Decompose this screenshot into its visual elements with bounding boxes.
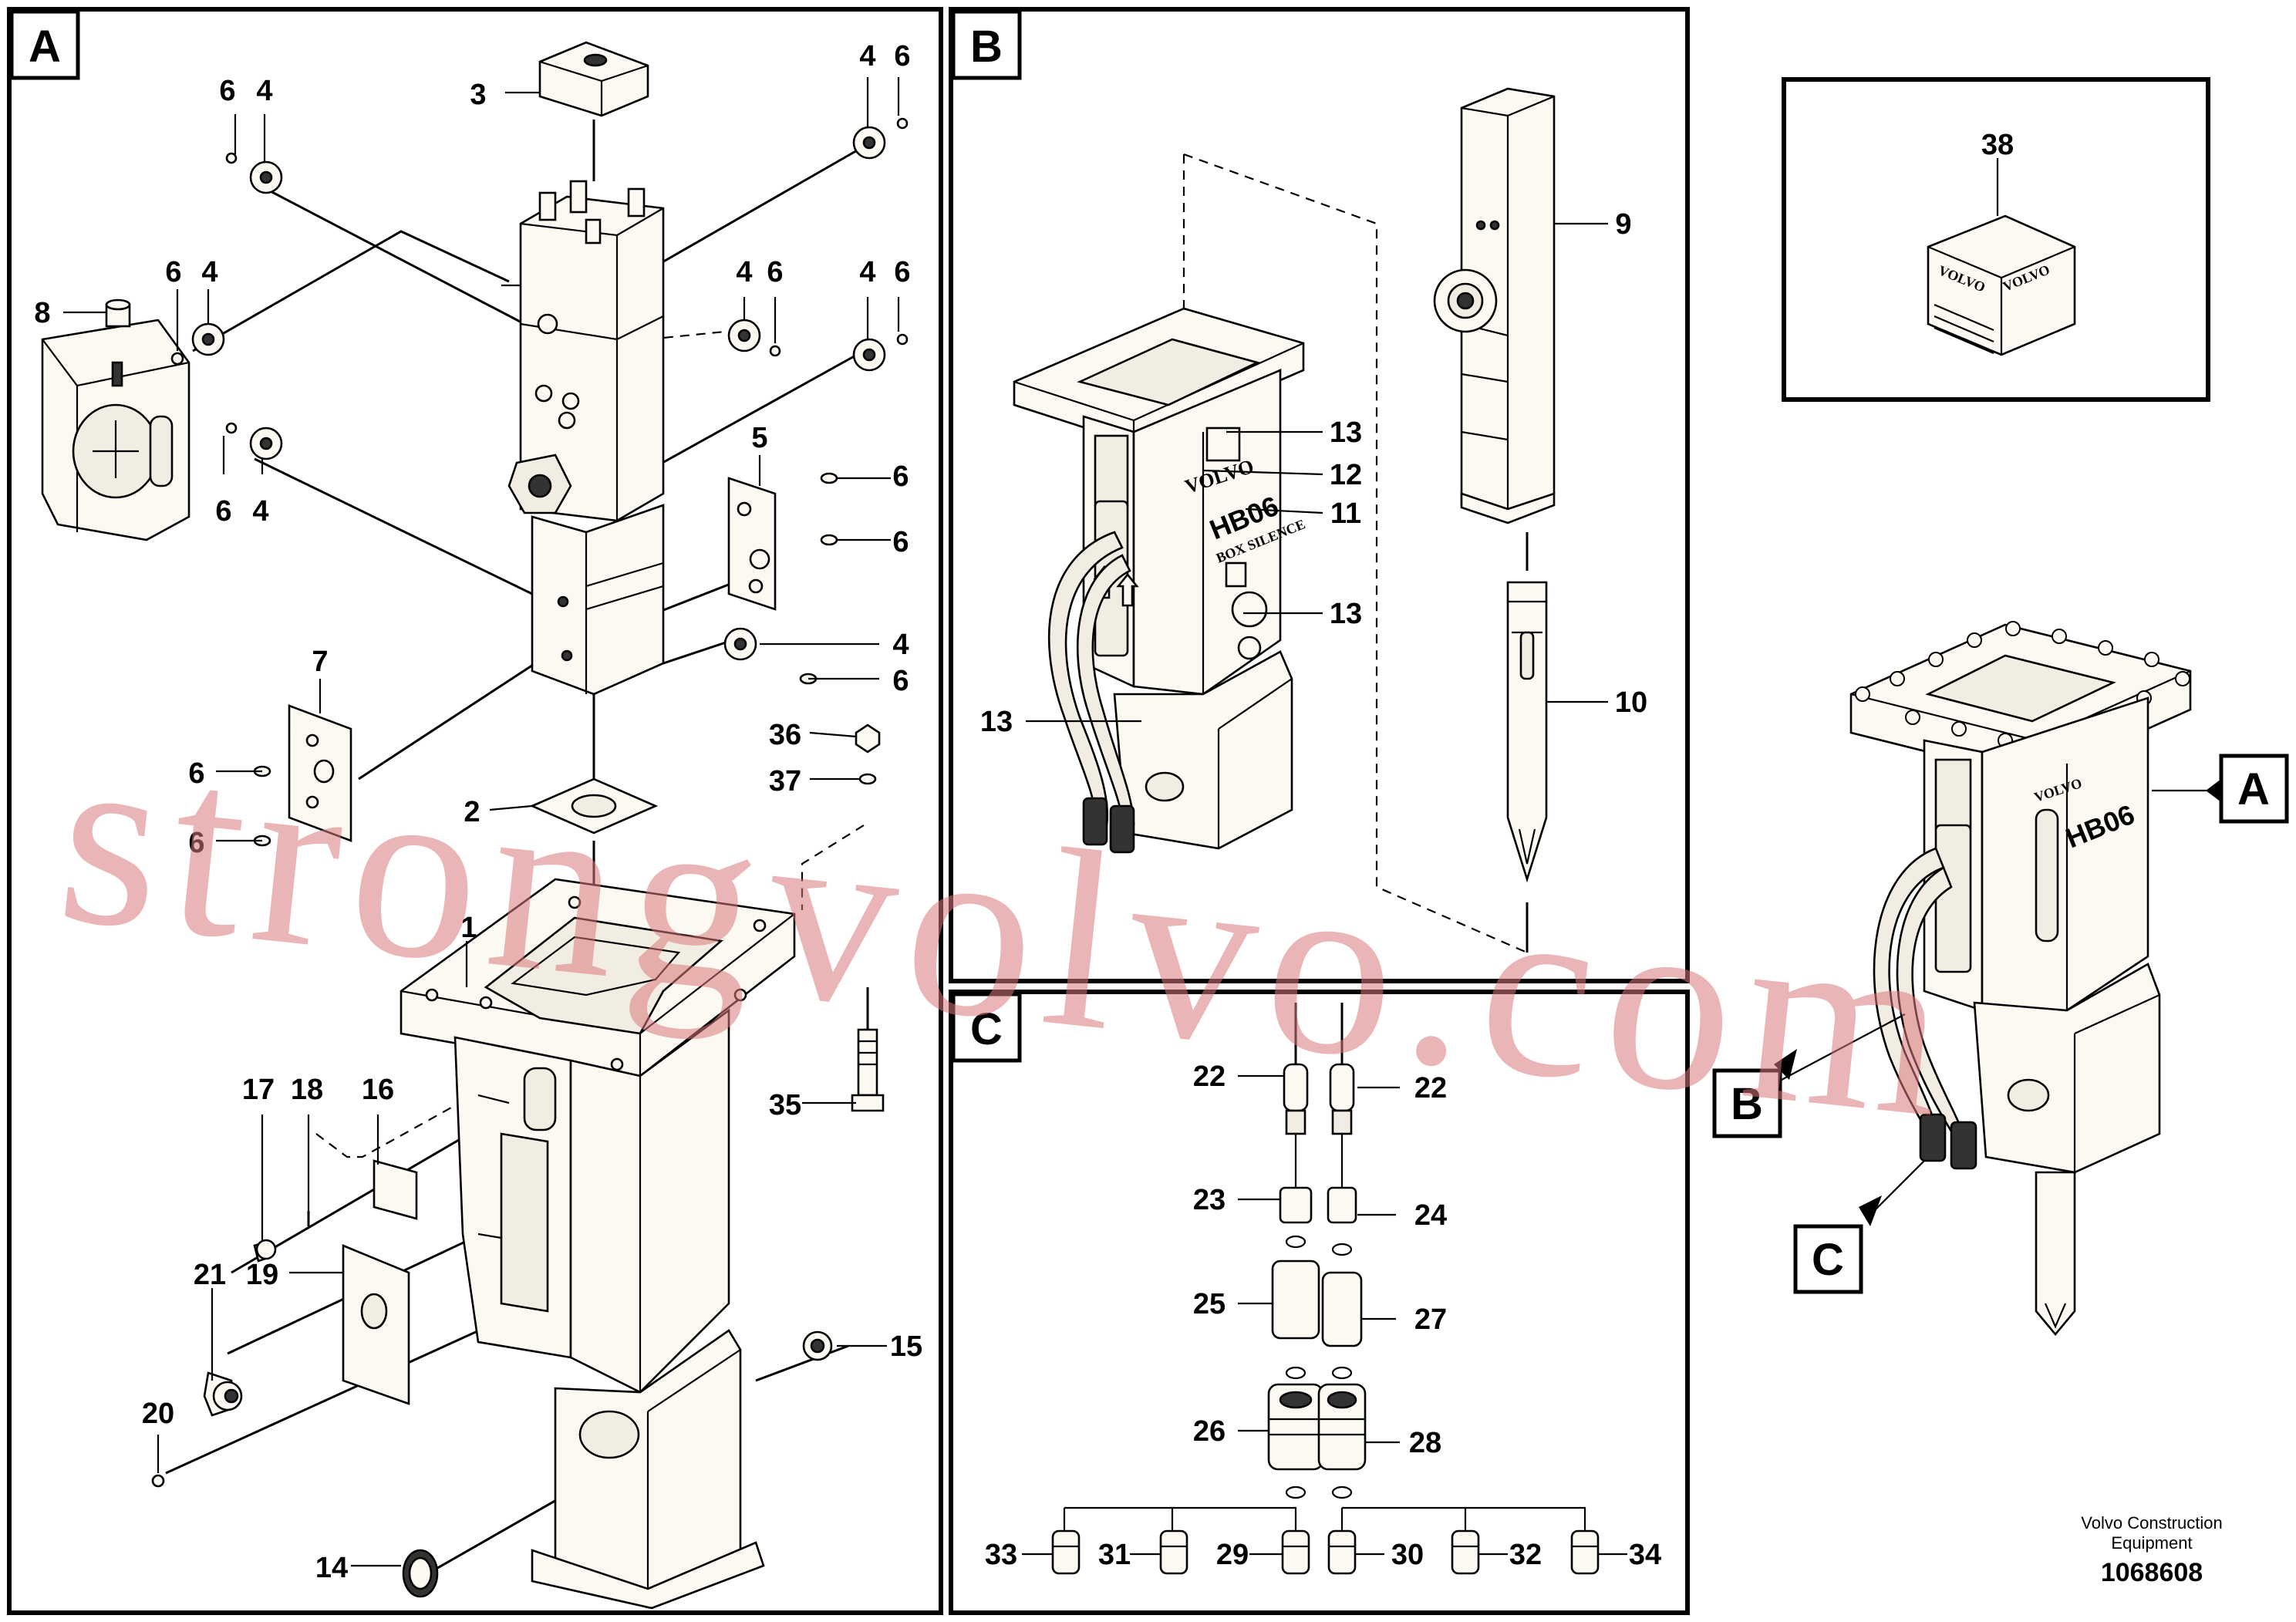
- panel-b-frame: [949, 7, 1690, 983]
- kit-frame: [1782, 77, 2210, 402]
- callout: 23: [1193, 1184, 1226, 1216]
- callout: 6: [767, 256, 783, 288]
- callout: 6: [894, 40, 910, 73]
- callout: 30: [1391, 1539, 1424, 1571]
- panel-b-callouts: 9 13 12 11 13 13 10: [980, 208, 1647, 738]
- callout: 4: [252, 495, 268, 528]
- panel-b-tag: B: [970, 22, 1003, 72]
- callout: 32: [1509, 1539, 1542, 1571]
- panel-a-leaders: [63, 77, 900, 1567]
- callout: 13: [1330, 416, 1362, 449]
- overview-breaker: VOLVO HB06: [1849, 621, 2192, 1337]
- callout: 6: [892, 526, 909, 558]
- panel-a-callouts: 3 6 4 4 6 8 6 4 4 6 4 6 6 4 5 6 6 4 6 7 …: [34, 40, 922, 1584]
- callout: 4: [859, 40, 875, 73]
- callout: 16: [362, 1074, 394, 1106]
- callout: 22: [1193, 1061, 1226, 1093]
- callout: 13: [980, 706, 1013, 738]
- panel-c-leaders: [1022, 1074, 1627, 1556]
- callout: 37: [769, 765, 801, 798]
- panel-a-frame: [7, 7, 943, 1615]
- callout: 10: [1615, 686, 1647, 719]
- overview-tag-c: C: [1812, 1235, 1844, 1285]
- panel-a-drawing: [41, 41, 909, 1610]
- callout: 5: [751, 422, 767, 454]
- callout: 4: [256, 75, 272, 107]
- panel-c-drawing: [1051, 1003, 1600, 1575]
- callout: 9: [1615, 208, 1631, 241]
- callout: 4: [201, 256, 217, 288]
- callout: 21: [194, 1259, 226, 1291]
- callout: 6: [215, 495, 231, 528]
- callout: 2: [464, 796, 480, 828]
- overview-tag-a: A: [2237, 764, 2270, 814]
- callout: 11: [1330, 497, 1361, 530]
- callout: 22: [1414, 1072, 1447, 1104]
- callout: 7: [312, 646, 328, 678]
- panel-c-tag: C: [970, 1004, 1003, 1054]
- callout: 33: [985, 1539, 1017, 1571]
- callout: 12: [1330, 459, 1362, 491]
- footer: Volvo Construction Equipment 1068608: [2081, 1513, 2222, 1587]
- callout: 29: [1216, 1539, 1249, 1571]
- callout: 19: [246, 1259, 278, 1291]
- footer-line2: Equipment: [2111, 1533, 2192, 1553]
- callout: 13: [1330, 598, 1362, 630]
- callout: 17: [242, 1074, 275, 1106]
- callout: 6: [219, 75, 235, 107]
- callout: 36: [769, 719, 801, 751]
- callout: 3: [470, 79, 486, 111]
- overview-tags: A B C: [1712, 754, 2289, 1294]
- callout: 6: [188, 827, 204, 859]
- callout: 14: [315, 1552, 348, 1584]
- callout: 1: [460, 912, 477, 944]
- callout: 20: [142, 1398, 174, 1430]
- callout: 38: [1981, 129, 2014, 161]
- callout: 6: [892, 460, 909, 493]
- callout: 6: [892, 665, 909, 697]
- callout: 27: [1414, 1303, 1447, 1336]
- callout: 34: [1629, 1539, 1661, 1571]
- callout: 4: [736, 256, 752, 288]
- callout: 15: [890, 1330, 922, 1363]
- callout: 31: [1098, 1539, 1131, 1571]
- callout: 18: [291, 1074, 323, 1106]
- panel-a-tag: A: [29, 22, 61, 72]
- callout: 6: [165, 256, 181, 288]
- callout: 6: [894, 256, 910, 288]
- callout: 35: [769, 1089, 801, 1121]
- callout: 24: [1414, 1199, 1447, 1232]
- callout: 28: [1409, 1427, 1441, 1459]
- panel-c-callouts: 22 22 23 24 25 27 26 28 33 31 29 30 32 3…: [985, 1061, 1661, 1571]
- watermark: strongvolvo.com: [48, 693, 1970, 1172]
- callout: 8: [34, 297, 50, 329]
- footer-number: 1068608: [2101, 1558, 2203, 1587]
- callout: 4: [892, 629, 909, 661]
- callout: 25: [1193, 1288, 1226, 1320]
- panel-b-leaders: [1026, 222, 1608, 723]
- panel-b-drawing: VOLVO HB06 BOX SILENCE: [1013, 87, 1556, 954]
- callout: 4: [859, 256, 875, 288]
- footer-line1: Volvo Construction: [2081, 1513, 2222, 1533]
- callout: 26: [1193, 1415, 1226, 1448]
- overview-tag-b: B: [1731, 1079, 1763, 1129]
- callout: 6: [188, 757, 204, 790]
- kit-box: 38 VOLVO VOLVO: [1927, 129, 2076, 356]
- panel-c-frame: [949, 990, 1690, 1615]
